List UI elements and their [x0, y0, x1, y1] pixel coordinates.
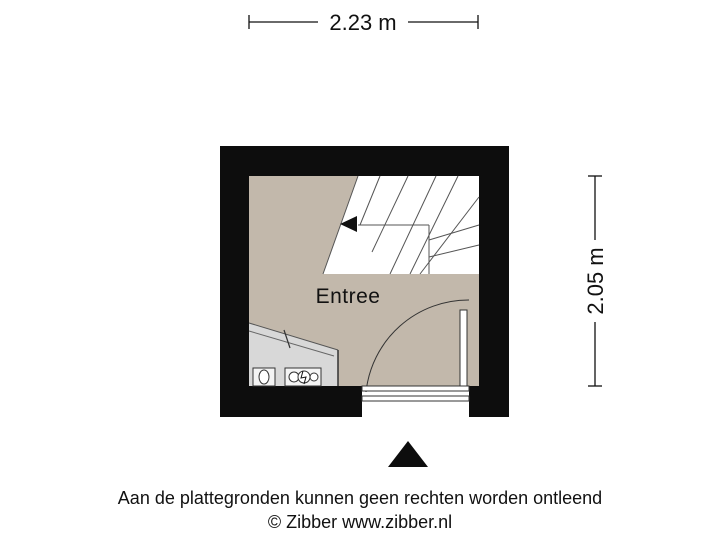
height-label: 2.05 m	[583, 247, 608, 314]
copyright-text: © Zibber www.zibber.nl	[267, 512, 453, 532]
height-dimension	[588, 175, 602, 387]
electric-meter-icon	[284, 367, 322, 387]
entree-floor	[249, 176, 479, 386]
width-dimension	[248, 15, 479, 29]
staircase	[322, 175, 480, 275]
north-arrow-icon	[388, 441, 428, 467]
room-label-entree: Entree	[316, 285, 381, 308]
stair-direction-arrow-icon	[340, 216, 357, 232]
entrance-door	[361, 299, 470, 402]
width-label: 2.23 m	[329, 10, 396, 35]
disclaimer-text: Aan de plattegronden kunnen geen rechten…	[117, 488, 603, 508]
water-meter-icon	[252, 367, 276, 387]
bottom-right-wall	[469, 386, 509, 417]
